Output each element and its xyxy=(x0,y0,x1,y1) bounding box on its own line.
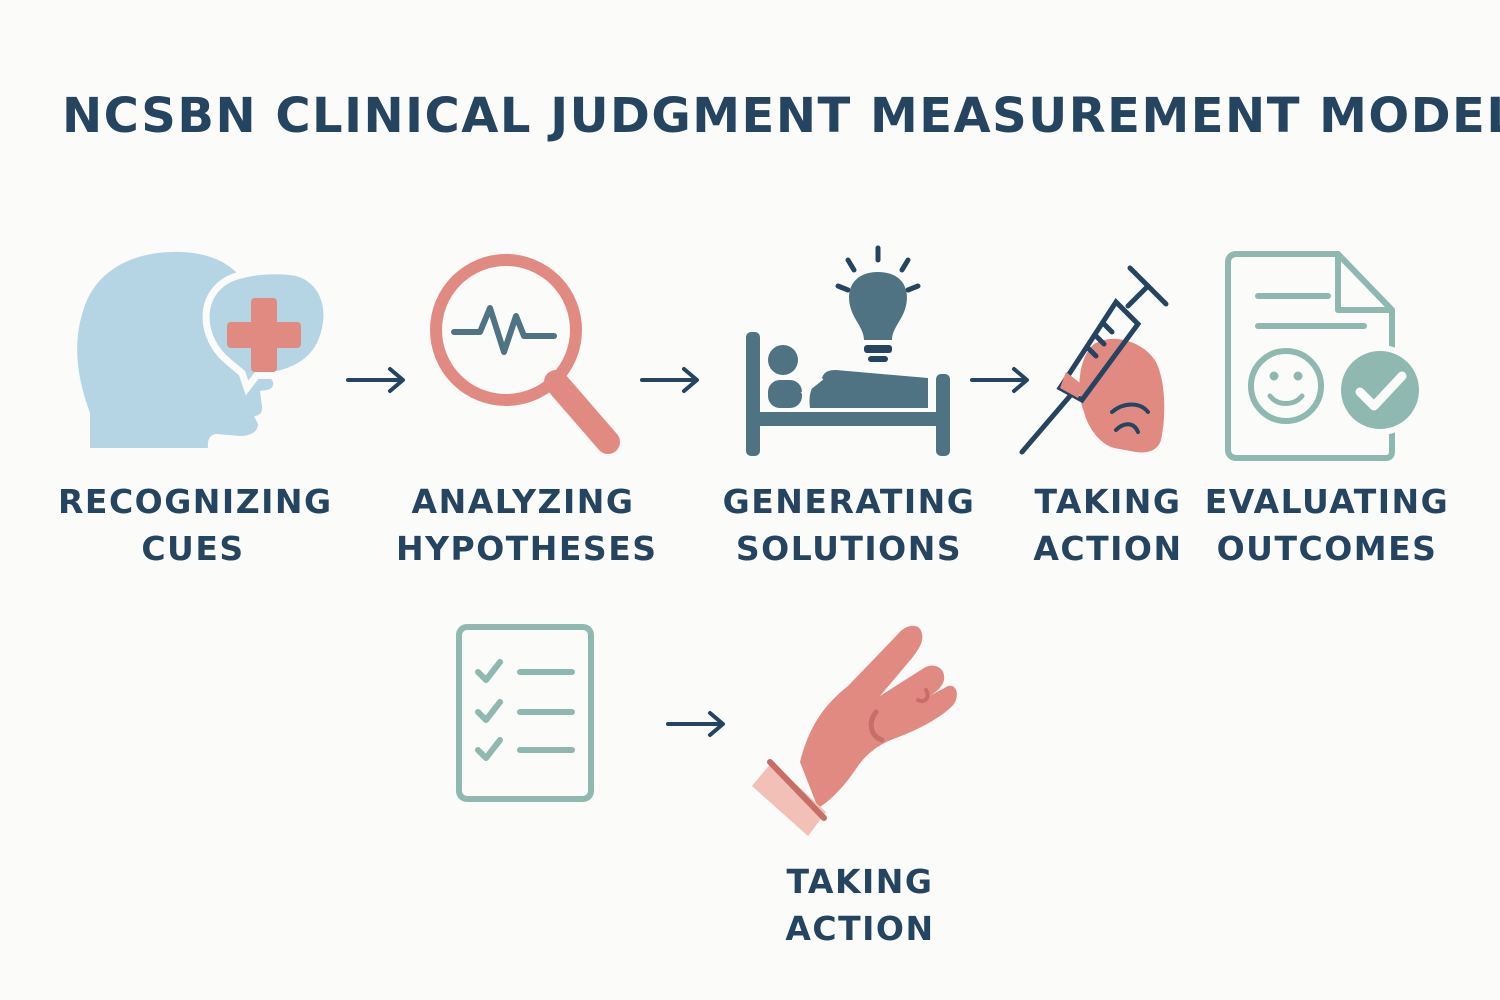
patient-bed-lightbulb-icon xyxy=(746,245,950,456)
syringe-in-hand-icon xyxy=(1019,265,1169,455)
document-smiley-check-icon xyxy=(1225,251,1425,461)
checklist-icon xyxy=(456,624,594,802)
arrow-right-icon xyxy=(640,367,699,393)
arrow-right-icon xyxy=(970,367,1029,393)
magnifier-with-heartbeat-icon xyxy=(430,254,620,454)
hand-icon xyxy=(752,625,957,836)
head-with-medical-cross-icon xyxy=(77,251,331,448)
arrow-right-icon xyxy=(346,367,405,393)
arrow-right-icon xyxy=(666,711,725,737)
page-title: NCSBN CLINICAL JUDGMENT MEASUREMENT MODE… xyxy=(62,88,1500,144)
